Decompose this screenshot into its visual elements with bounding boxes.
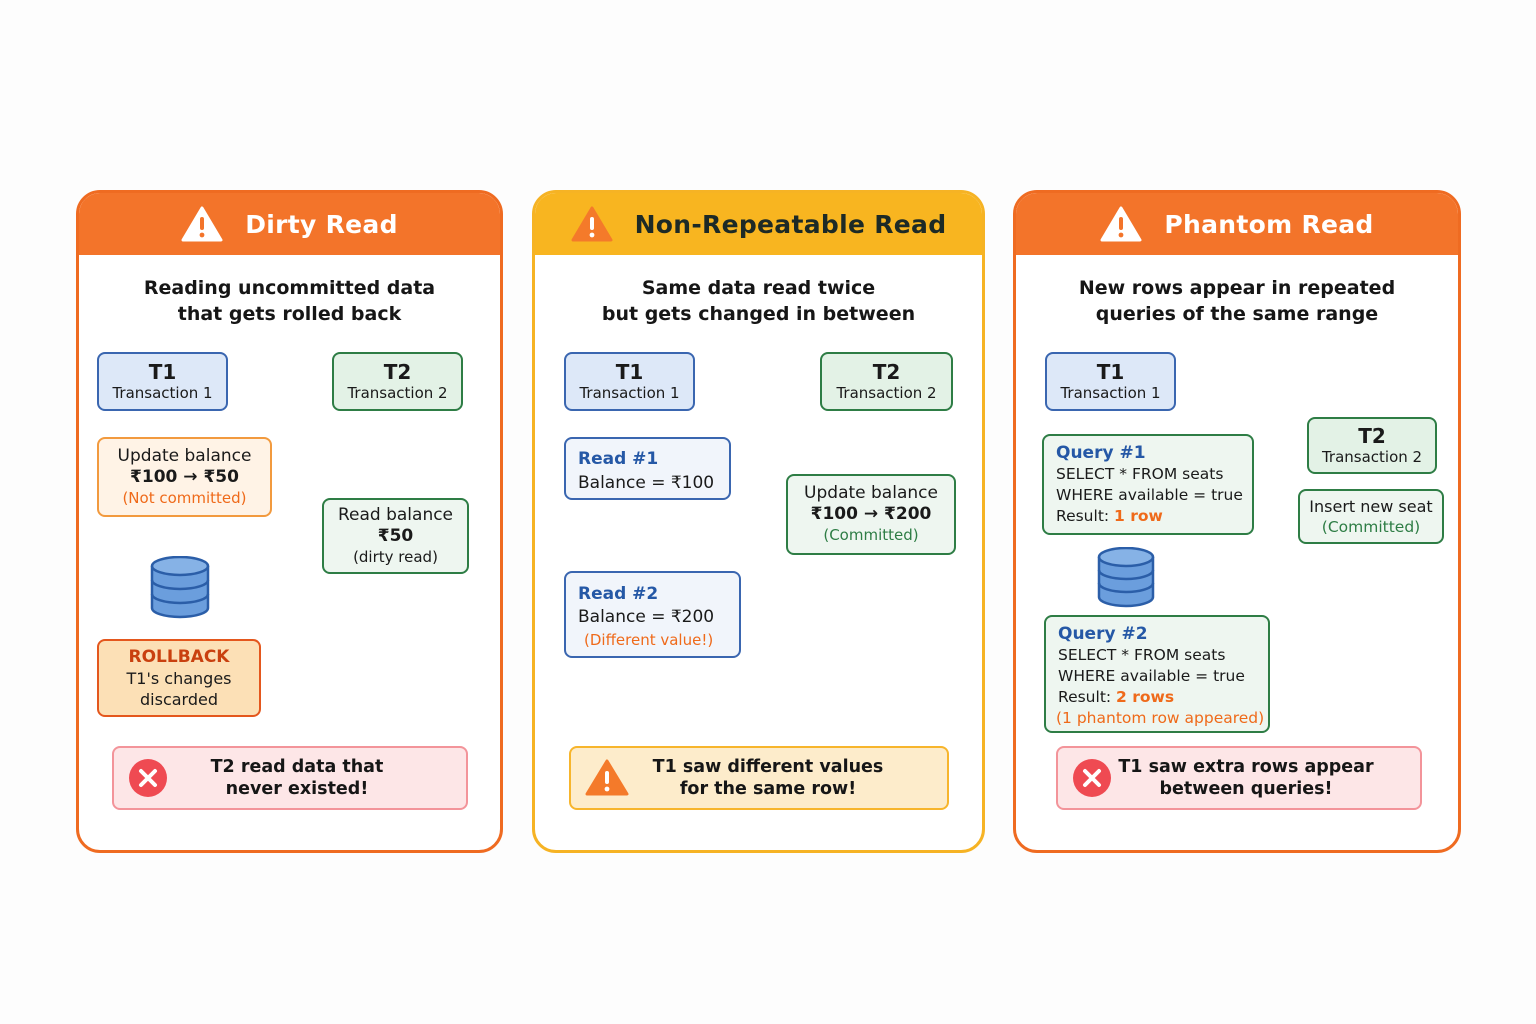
query-2-result: Result: 2 rows <box>1058 688 1175 706</box>
panel-subtitle: New rows appear in repeated queries of t… <box>1078 277 1396 325</box>
t2-box: T2 Transaction 2 <box>820 352 953 411</box>
phantom-read-alert: T1 saw extra rows appear between queries… <box>1056 746 1422 810</box>
t1-box: T1 Transaction 1 <box>1045 352 1176 411</box>
warning-icon <box>571 206 613 242</box>
alert-message: T1 saw different values for the same row… <box>652 757 884 799</box>
panel-subtitle: Reading uncommitted data that gets rolle… <box>143 277 436 325</box>
alert-message: T2 read data that never existed! <box>210 757 384 799</box>
update-balance-box: Update balance ₹100 → ₹50 (Not committed… <box>97 437 272 517</box>
panel-title: Non-Repeatable Read <box>634 209 947 239</box>
read-balance-box: Read balance ₹50 (dirty read) <box>322 498 469 574</box>
t2-box: T2 Transaction 2 <box>332 352 463 411</box>
error-x-icon <box>1073 759 1111 797</box>
read-1-box: Read #1 Balance = ₹100 <box>564 437 731 500</box>
warning-icon <box>181 206 223 242</box>
database-icon <box>150 556 210 619</box>
query-1-result: Result: 1 row <box>1056 507 1163 525</box>
panel-title: Dirty Read <box>245 209 398 239</box>
alert-message: T1 saw extra rows appear between queries… <box>1118 757 1374 799</box>
rollback-box: ROLLBACK T1's changes discarded <box>97 639 261 717</box>
warning-icon <box>1100 206 1142 242</box>
update-balance-box: Update balance ₹100 → ₹200 (Committed) <box>786 474 956 555</box>
t1-box: T1 Transaction 1 <box>97 352 228 411</box>
panel-header: Non-Repeatable Read <box>535 193 982 255</box>
query-1-box: Query #1 SELECT * FROM seats WHERE avail… <box>1042 434 1254 535</box>
phantom-note: (1 phantom row appeared) <box>1056 709 1265 727</box>
query-2-box: Query #2 SELECT * FROM seats WHERE avail… <box>1044 615 1270 733</box>
t2-box: T2 Transaction 2 <box>1307 417 1437 474</box>
read-2-box: Read #2 Balance = ₹200 (Different value!… <box>564 571 741 658</box>
panel-header: Dirty Read <box>79 193 500 255</box>
panel-title: Phantom Read <box>1164 209 1374 239</box>
warning-icon <box>585 759 629 796</box>
panel-subtitle: Same data read twice but gets changed in… <box>601 277 916 325</box>
dirty-read-alert: T2 read data that never existed! <box>112 746 468 810</box>
t1-box: T1 Transaction 1 <box>564 352 695 411</box>
error-x-icon <box>129 759 167 797</box>
non-repeatable-alert: T1 saw different values for the same row… <box>569 746 949 810</box>
insert-seat-box: Insert new seat (Committed) <box>1298 489 1444 544</box>
database-icon <box>1097 547 1155 608</box>
panel-header: Phantom Read <box>1016 193 1458 255</box>
